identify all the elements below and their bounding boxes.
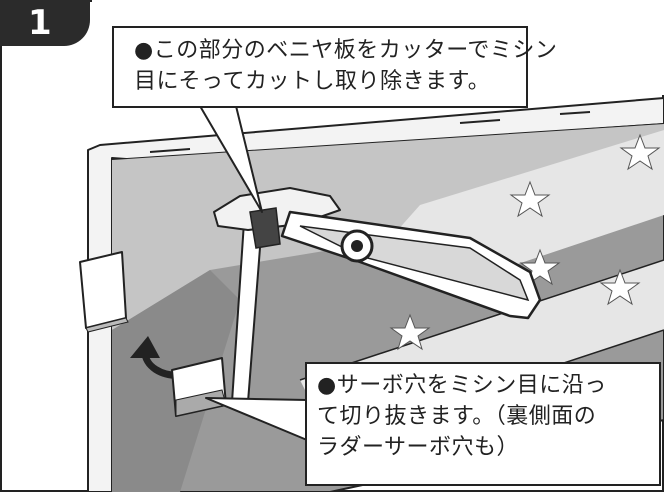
removed-plywood-piece [79, 251, 127, 329]
step-number-badge: 1 [0, 0, 90, 46]
callout-top-line1: ●この部分のベニヤ板をカッターでミシン [134, 38, 558, 63]
callout-servo-hole: ●サーボ穴をミシン目に沿っ て切り抜きます。（裏側面の ラダーサーボ穴も） [305, 362, 661, 486]
callout-bottom-line1: ●サーボ穴をミシン目に沿っ [317, 373, 607, 398]
callout-top-line2: 目にそってカットし取り除きます。 [134, 69, 491, 94]
step-number: 1 [28, 3, 52, 43]
callout-bottom-line2: て切り抜きます。（裏側面の [317, 404, 597, 429]
knife-icon [213, 187, 542, 320]
callout-cut-plywood: ●この部分のベニヤ板をカッターでミシン 目にそってカットし取り除きます。 [112, 26, 558, 108]
star-icon [389, 133, 661, 351]
callout-bottom-line3: ラダーサーボ穴も） [317, 435, 520, 460]
